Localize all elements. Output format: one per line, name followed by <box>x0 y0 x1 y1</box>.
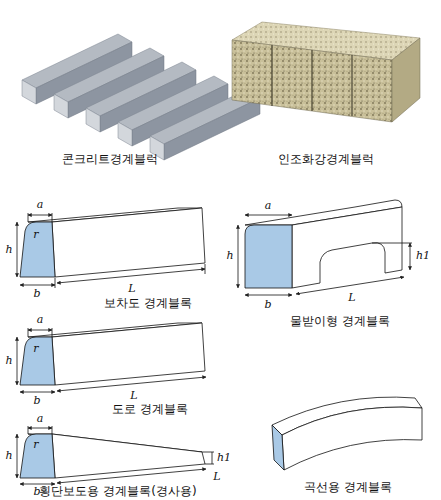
caption: 도로 경계블록 <box>112 403 188 416</box>
dimension-label: L <box>128 283 135 295</box>
dimension-label: r <box>33 439 38 451</box>
dimension-label: r <box>33 343 38 355</box>
dimension-label: L <box>348 292 355 304</box>
dimension-label: h <box>5 450 12 462</box>
dimension-label: a <box>37 314 44 326</box>
dimension-label: r <box>33 229 38 241</box>
granite-photo <box>232 22 420 122</box>
dimension-label: h <box>5 244 12 256</box>
dimension-label: a <box>265 200 272 212</box>
block-drawings <box>17 200 422 484</box>
caption: 인조화강경계블럭 <box>278 153 374 166</box>
dimension-label: b <box>33 288 40 300</box>
dimension-label: h <box>5 355 12 367</box>
dimension-label: L <box>130 390 137 402</box>
dimension-label: a <box>37 199 44 211</box>
dimension-label: h <box>226 250 233 262</box>
dimension-label: L <box>213 471 220 483</box>
dimension-label: b <box>33 395 40 407</box>
dimension-label: h1 <box>217 452 231 464</box>
dimension-label: b <box>264 299 271 311</box>
caption: 곡선용 경계블록 <box>304 481 392 494</box>
caption: 보차도 경계블록 <box>104 297 192 310</box>
caption: 콘크리트경계블럭 <box>62 153 158 166</box>
caption: 횡단보도용 경계블록(경사용) <box>39 485 196 498</box>
caption: 물받이형 경계블록 <box>290 315 390 328</box>
dimension-label: a <box>37 413 44 425</box>
dimension-label: h1 <box>416 250 430 262</box>
concrete-photo <box>22 34 260 160</box>
